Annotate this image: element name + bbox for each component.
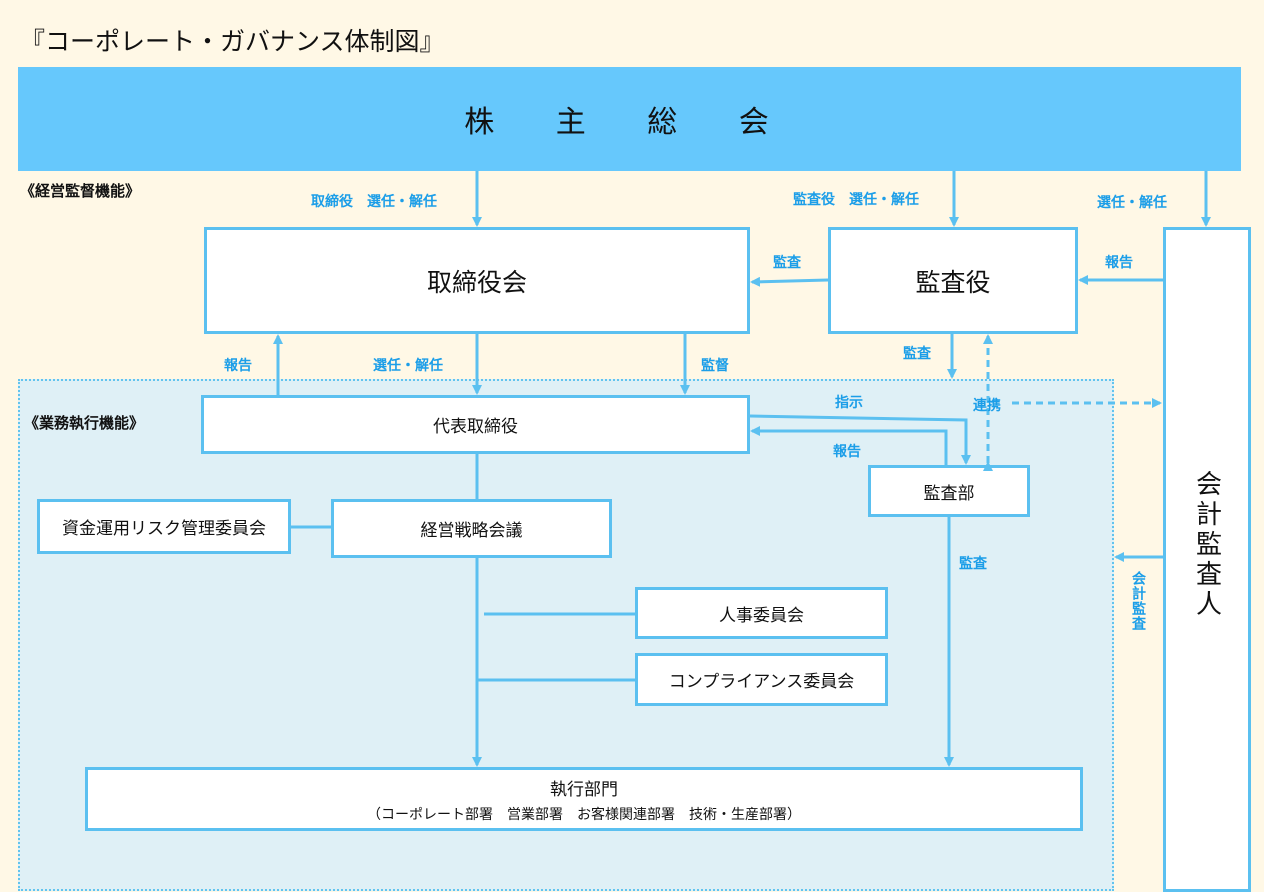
execution-department-subtitle: （コーポレート部署 営業部署 お客様関連部署 技術・生産部署） xyxy=(367,806,801,823)
accounting-auditor-box xyxy=(1163,227,1251,892)
execution-department-title: 執行部門 xyxy=(550,779,618,800)
audit-department-box: 監査部 xyxy=(868,465,1030,517)
execution-section-label: 《業務執行機能》 xyxy=(24,414,145,432)
board-of-directors-box: 取締役会 xyxy=(204,227,750,334)
edge-report-president xyxy=(750,426,948,465)
label-elect-president: 選任・解任 xyxy=(373,358,443,374)
label-audit-exec: 監査 xyxy=(959,556,987,572)
label-audit-down: 監査 xyxy=(903,346,931,362)
supervision-section-label: 《経営監督機能》 xyxy=(20,182,141,200)
strategy-meeting-box: 経営戦略会議 xyxy=(331,499,612,558)
label-report-president: 報告 xyxy=(833,444,861,460)
page-title: 『コーポレート・ガバナンス体制図』 xyxy=(20,27,445,56)
accounting-auditor-label: 会計監査人 xyxy=(1191,470,1222,620)
auditors-box: 監査役 xyxy=(828,227,1078,334)
label-report-board: 報告 xyxy=(224,358,252,374)
fund-risk-committee-box: 資金運用リスク管理委員会 xyxy=(37,499,291,554)
label-supervise: 監督 xyxy=(701,358,729,374)
president-box: 代表取締役 xyxy=(201,395,750,454)
label-cooperate: 連携 xyxy=(973,398,1001,414)
edge-audit-board xyxy=(750,276,829,287)
shareholders-meeting-box: 株 主 総 会 xyxy=(18,67,1241,171)
execution-department-box: 執行部門 （コーポレート部署 営業部署 お客様関連部署 技術・生産部署） xyxy=(85,767,1083,831)
label-auditor-elect: 監査役 選任・解任 xyxy=(793,192,919,208)
label-audit-board: 監査 xyxy=(773,255,801,271)
label-accounting-audit: 会計監査 xyxy=(1130,571,1146,631)
label-board-elect: 取締役 選任・解任 xyxy=(311,194,437,210)
edge-instruct xyxy=(749,414,971,465)
compliance-committee-box: コンプライアンス委員会 xyxy=(635,653,888,706)
label-instruct: 指示 xyxy=(835,395,863,411)
label-report-auditor: 報告 xyxy=(1105,255,1133,271)
hr-committee-box: 人事委員会 xyxy=(635,587,888,639)
label-accounting-elect: 選任・解任 xyxy=(1097,195,1167,211)
